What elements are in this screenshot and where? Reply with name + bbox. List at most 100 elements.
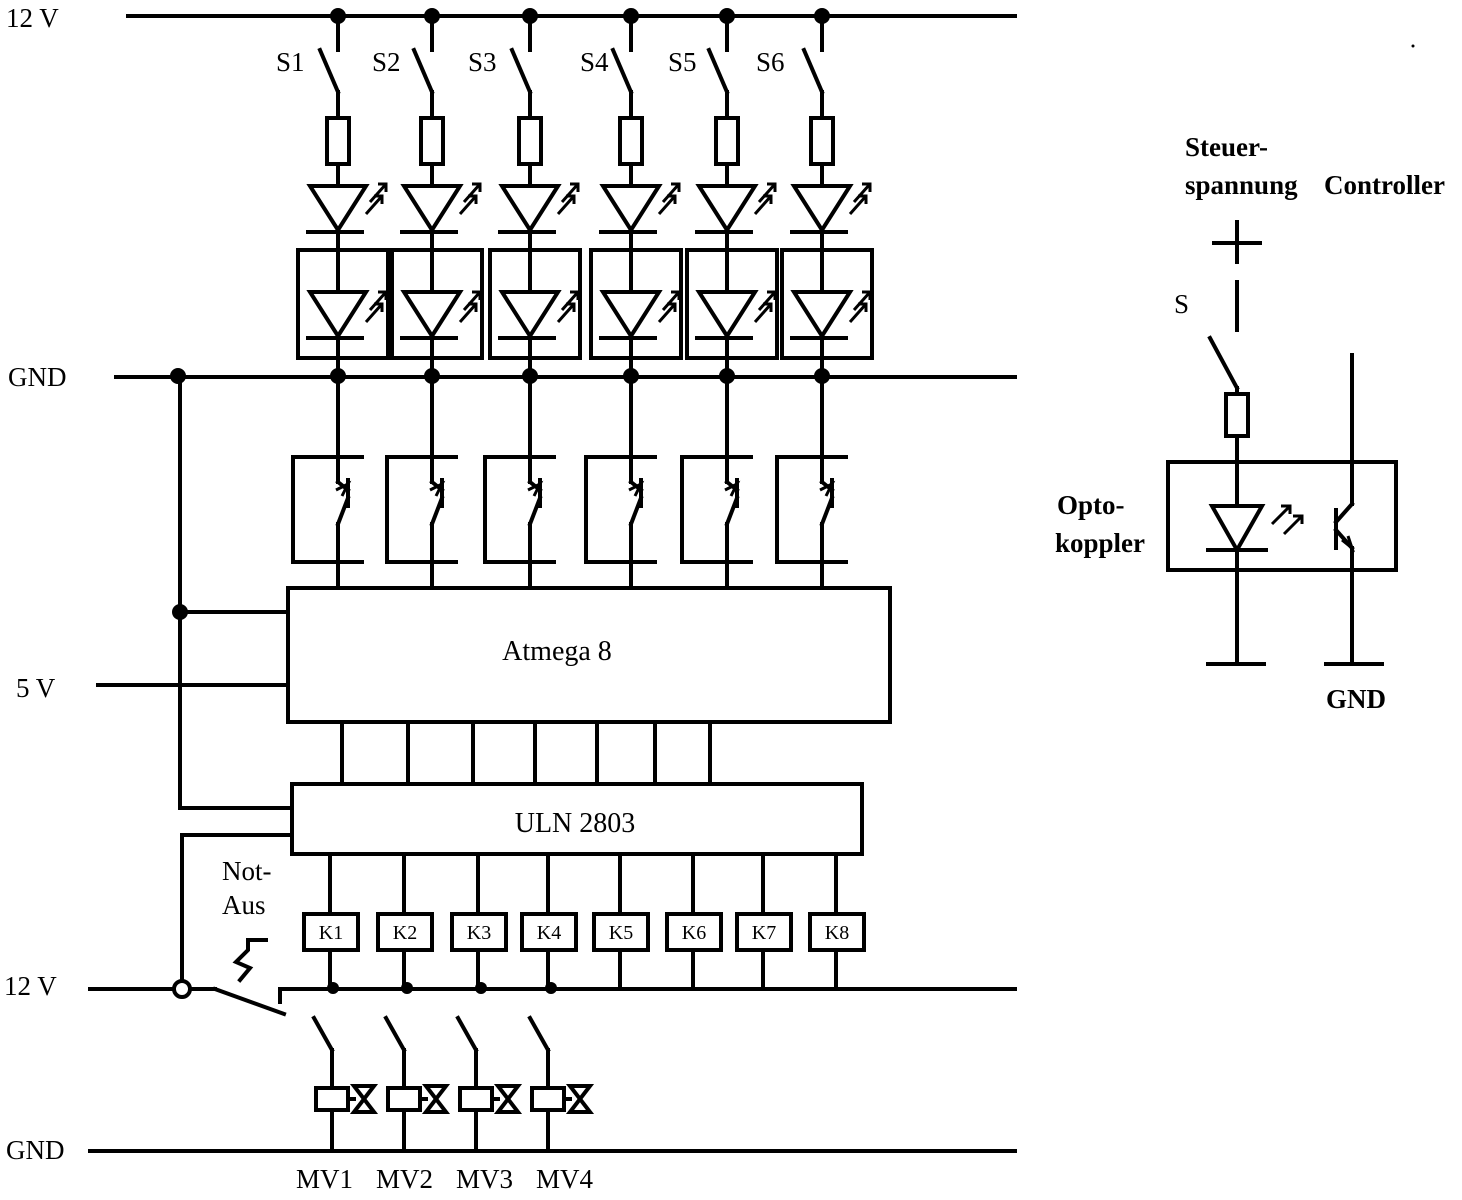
relay: K3: [450, 852, 508, 994]
phototransistor-icon: [429, 495, 445, 527]
resistor-icon: [419, 116, 445, 166]
switch-icon: [610, 47, 634, 95]
relay: K4: [520, 852, 578, 994]
junction-ring: [172, 979, 192, 999]
relay: K7: [735, 852, 793, 991]
not-aus-actuator-icon: [232, 938, 268, 983]
relay: K8: [808, 852, 866, 991]
relay-label: K1: [319, 922, 343, 944]
input-channel: S3: [468, 8, 582, 590]
optocoupler-box: [780, 248, 874, 360]
switch-icon: [411, 47, 435, 95]
label-gnd-bottom: GND: [6, 1135, 65, 1165]
phototransistor-box: [775, 455, 848, 564]
phototransistor-icon: [819, 495, 835, 527]
detail-title-line2: spannung: [1185, 170, 1298, 200]
optocoupler-box: [488, 248, 582, 360]
relay-coil-icon: [665, 912, 723, 952]
led-icon: [695, 184, 759, 234]
solenoid-icon: [386, 1086, 422, 1112]
driver-label: ULN 2803: [515, 808, 636, 839]
led-icon: [695, 290, 759, 340]
input-channel: S5: [668, 8, 779, 590]
stray-dot: [1411, 44, 1415, 48]
resistor-icon: [714, 116, 740, 166]
relay: K6: [665, 852, 723, 991]
valve-icon: [493, 1084, 523, 1103]
valve-label: MV2: [376, 1164, 433, 1194]
optocoupler-box: [685, 248, 779, 360]
led-icon: [599, 184, 663, 234]
resistor-icon: [325, 116, 351, 166]
valve-icon: [565, 1084, 595, 1103]
ground-bus: [168, 368, 294, 999]
led-icon: [790, 184, 854, 234]
led-icon: [306, 184, 370, 234]
relay: K2: [376, 852, 434, 994]
switch-icon: [509, 47, 533, 95]
phototransistor-icon: [628, 495, 644, 527]
phototransistor-icon: [724, 495, 740, 527]
phototransistor-box: [584, 455, 657, 564]
label-12v-bottom: 12 V: [4, 971, 57, 1001]
relay-coil-icon: [302, 912, 360, 952]
valve-icon: [421, 1084, 451, 1103]
relay-label: K4: [537, 922, 561, 944]
optocoupler-box: [1166, 460, 1398, 572]
relay-label: K8: [825, 922, 849, 944]
led-icon: [498, 290, 562, 340]
valve-branch: MV4: [527, 1015, 595, 1194]
not-aus-line2: Aus: [222, 890, 266, 920]
opto-label-line1: Opto-: [1057, 490, 1125, 520]
rail-labels: 12 V GND 5 V 12 V GND: [4, 3, 67, 1165]
solenoid-icon: [530, 1086, 566, 1112]
relay-label: K6: [682, 922, 706, 944]
switch-label: S4: [580, 47, 609, 77]
detail-gnd-label: GND: [1326, 684, 1386, 714]
switch-icon: [801, 47, 825, 95]
detail-title-line1: Steuer-: [1185, 132, 1268, 162]
valve-branch: MV2: [376, 1015, 451, 1194]
led-icon: [400, 184, 464, 234]
valve-label: MV4: [536, 1164, 594, 1194]
relay-label: K3: [467, 922, 491, 944]
phototransistor-box: [385, 455, 458, 564]
switch-label: S6: [756, 47, 785, 77]
not-aus-line1: Not-: [222, 856, 272, 886]
valve-label: MV3: [456, 1164, 513, 1194]
relay-contact-icon: [383, 1015, 407, 1053]
resistor-icon: [517, 116, 543, 166]
led-icon: [790, 290, 854, 340]
junction-dot: [170, 368, 186, 384]
detail-switch-label: S: [1174, 289, 1189, 319]
mcu-label: Atmega 8: [502, 636, 612, 667]
switch-label: S1: [276, 47, 305, 77]
phototransistor-box: [680, 455, 753, 564]
junction-dot: [545, 982, 557, 994]
opto-label-line2: koppler: [1055, 528, 1145, 558]
phototransistor-icon: [527, 495, 543, 527]
mcu-chip: Atmega 8: [286, 586, 892, 724]
resistor-icon: [809, 116, 835, 166]
label-5v: 5 V: [16, 673, 56, 703]
relay: K1: [302, 852, 360, 994]
solenoid-icon: [458, 1086, 494, 1112]
relay-coil-icon: [735, 912, 793, 952]
relay-label: K2: [393, 922, 417, 944]
optocoupler-box: [589, 248, 683, 360]
relay-contact-icon: [311, 1015, 335, 1053]
led-icon: [599, 290, 663, 340]
junction-dot: [327, 982, 339, 994]
input-channel: S6: [756, 8, 874, 590]
optocoupler-box: [296, 248, 390, 360]
label-gnd-top: GND: [8, 362, 67, 392]
phototransistor-box: [483, 455, 556, 564]
valve-branch: MV1: [296, 1015, 379, 1194]
input-channel: S4: [580, 8, 683, 590]
relay-label: K5: [609, 922, 633, 944]
optocoupler-box: [390, 248, 484, 360]
